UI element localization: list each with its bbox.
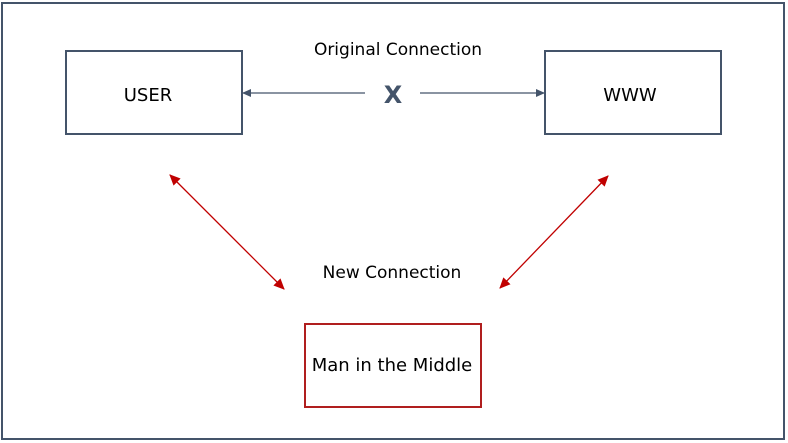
mitm-label: Man in the Middle — [312, 355, 473, 376]
new-link-user-mitm — [169, 174, 285, 290]
new-connection-caption: New Connection — [323, 263, 462, 283]
www-node: WWW — [544, 50, 722, 135]
www-label: WWW — [603, 85, 657, 106]
www-box — [544, 50, 722, 135]
user-label: USER — [124, 85, 172, 106]
user-box — [65, 50, 243, 135]
mitm-node: Man in the Middle — [304, 323, 482, 408]
original-connection-caption: Original Connection — [314, 40, 482, 60]
mitm-box — [304, 323, 482, 408]
broken-connection-marker: X — [384, 81, 403, 109]
user-node: USER — [65, 50, 243, 135]
new-link-mitm-www — [499, 175, 609, 289]
